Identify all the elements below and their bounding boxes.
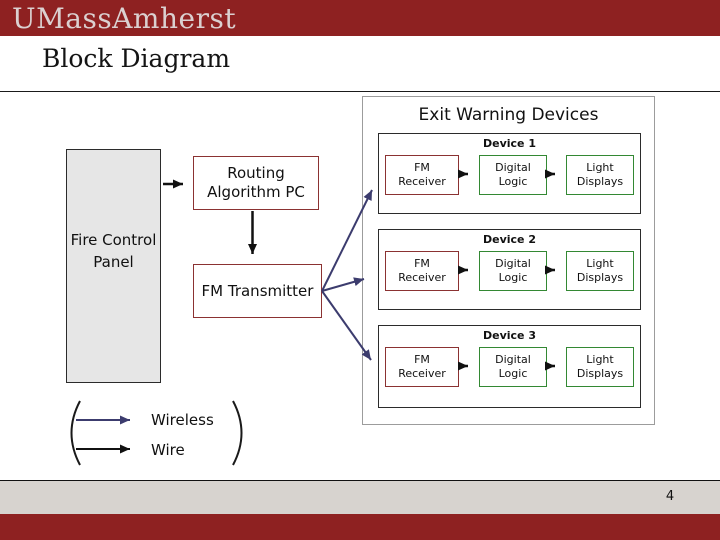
- device-1-digital-logic-label: Digital Logic: [495, 161, 531, 188]
- device-3-box: Device 3 FM Receiver Digital Logic Light…: [378, 325, 641, 408]
- device-3-digital-logic-box: Digital Logic: [479, 347, 547, 387]
- device-3-label: Device 3: [483, 329, 536, 342]
- device-2-label: Device 2: [483, 233, 536, 246]
- device-2-box: Device 2 FM Receiver Digital Logic Light…: [378, 229, 641, 310]
- footer-divider-line: [0, 480, 720, 481]
- footer-brand-bar: [0, 514, 720, 540]
- legend-right-parenthesis: [232, 400, 243, 466]
- device-2-digital-logic-label: Digital Logic: [495, 257, 531, 284]
- page-number: 4: [665, 489, 675, 504]
- legend-wire-label: Wire: [151, 441, 185, 459]
- device-3-light-displays-box: Light Displays: [566, 347, 634, 387]
- device-2-light-displays-label: Light Displays: [576, 257, 624, 284]
- device-3-light-displays-label: Light Displays: [576, 353, 624, 380]
- routing-algorithm-pc-label: Routing Algorithm PC: [207, 164, 305, 201]
- device-1-fm-receiver-label: FM Receiver: [398, 161, 446, 188]
- device-2-light-displays-box: Light Displays: [566, 251, 634, 291]
- fire-control-panel-box: Fire Control Panel: [66, 149, 161, 383]
- device-2-fm-receiver-label: FM Receiver: [398, 257, 446, 284]
- fm-transmitter-box: FM Transmitter: [193, 264, 322, 318]
- exit-warning-devices-title: Exit Warning Devices: [418, 105, 599, 125]
- device-1-box: Device 1 FM Receiver Digital Logic Light…: [378, 133, 641, 214]
- device-2-fm-receiver-box: FM Receiver: [385, 251, 459, 291]
- header-brand-bar: [0, 0, 720, 36]
- device-1-light-displays-box: Light Displays: [566, 155, 634, 195]
- umass-logo: UMassAmherst: [12, 2, 237, 35]
- wireless-arrow-transmitter-to-device2: [321, 277, 365, 292]
- device-3-fm-receiver-label: FM Receiver: [398, 353, 446, 380]
- fire-control-panel-label: Fire Control Panel: [70, 231, 157, 271]
- device-3-fm-receiver-box: FM Receiver: [385, 347, 459, 387]
- title-divider-line: [0, 91, 720, 92]
- device-1-digital-logic-box: Digital Logic: [479, 155, 547, 195]
- device-1-fm-receiver-box: FM Receiver: [385, 155, 459, 195]
- legend-left-parenthesis: [70, 400, 81, 466]
- device-1-label: Device 1: [483, 137, 536, 150]
- legend-wireless-label: Wireless: [151, 411, 214, 429]
- device-3-digital-logic-label: Digital Logic: [495, 353, 531, 380]
- device-2-digital-logic-box: Digital Logic: [479, 251, 547, 291]
- device-1-light-displays-label: Light Displays: [576, 161, 624, 188]
- routing-algorithm-pc-box: Routing Algorithm PC: [193, 156, 319, 210]
- fm-transmitter-label: FM Transmitter: [201, 282, 314, 300]
- footer-gray-bar: [0, 481, 720, 514]
- slide-title: Block Diagram: [42, 44, 231, 73]
